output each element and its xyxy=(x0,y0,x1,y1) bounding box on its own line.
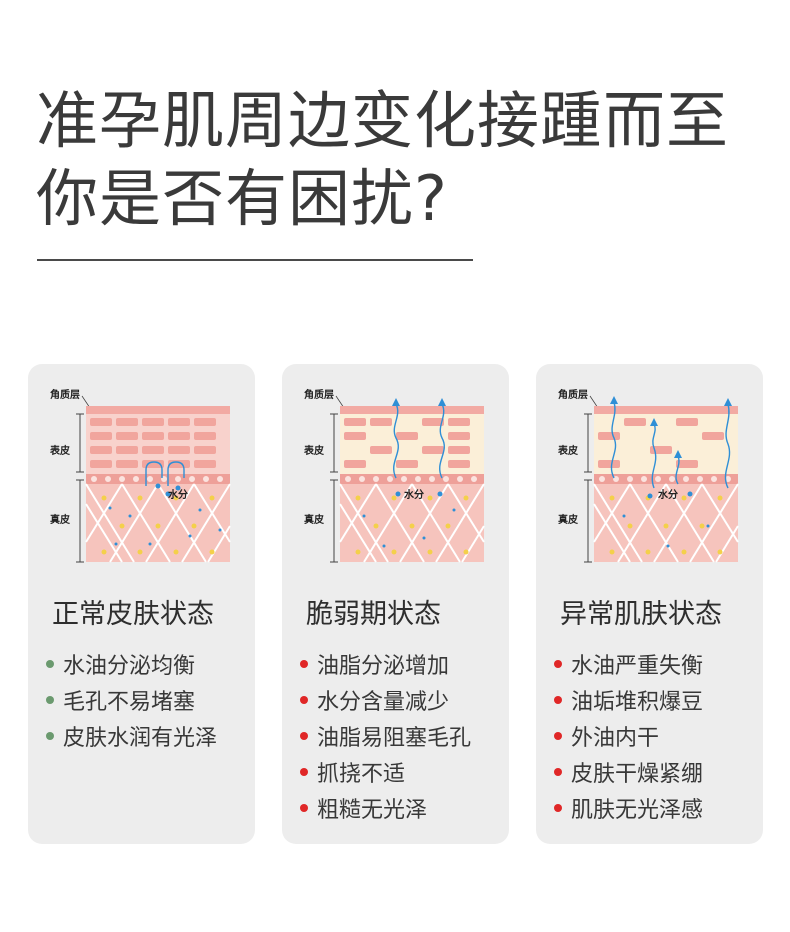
bullet-icon xyxy=(554,732,562,740)
label-dermis: 真皮 xyxy=(558,515,578,526)
bullet-icon xyxy=(46,660,54,668)
card-normal-skin: 角质层 表皮 真皮 xyxy=(28,364,255,844)
label-dermis: 真皮 xyxy=(50,515,70,526)
bullet-icon xyxy=(300,768,308,776)
list-item: 皮肤水润有光泽 xyxy=(46,718,217,754)
headline-line-2: 你是否有困扰? xyxy=(36,162,448,235)
bullet-icon xyxy=(300,660,308,668)
list-item: 水油分泌均衡 xyxy=(46,646,217,682)
bullet-icon xyxy=(554,660,562,668)
list-item: 油垢堆积爆豆 xyxy=(554,682,703,718)
bullet-icon xyxy=(554,696,562,704)
list-item: 毛孔不易堵塞 xyxy=(46,682,217,718)
bullet-icon xyxy=(554,804,562,812)
bullet-icon xyxy=(300,696,308,704)
list-item: 皮肤干燥紧绷 xyxy=(554,754,703,790)
headline: 准孕肌周边变化接踵而至 你是否有困扰? xyxy=(36,82,776,238)
bullet-list: 水油严重失衡 油垢堆积爆豆 外油内干 皮肤干燥紧绷 肌肤无光泽感 xyxy=(554,646,703,826)
skin-diagram: 角质层 表皮 真皮 xyxy=(558,386,744,566)
label-water: 水分 xyxy=(658,490,678,501)
list-item: 水分含量减少 xyxy=(300,682,471,718)
list-item: 粗糙无光泽 xyxy=(300,790,471,826)
card-title: 异常肌肤状态 xyxy=(560,599,722,630)
skin-layers-illustration xyxy=(330,395,485,563)
label-epidermis: 表皮 xyxy=(558,446,578,457)
label-dermis: 真皮 xyxy=(304,515,324,526)
bullet-icon xyxy=(300,732,308,740)
skin-layers-illustration xyxy=(76,395,231,563)
label-epidermis: 表皮 xyxy=(50,446,70,457)
skin-layers-illustration xyxy=(584,395,739,563)
label-corneum: 角质层 xyxy=(50,390,80,401)
list-item: 油脂分泌增加 xyxy=(300,646,471,682)
label-water: 水分 xyxy=(404,490,424,501)
label-water: 水分 xyxy=(168,490,188,501)
card-title: 正常皮肤状态 xyxy=(52,599,214,630)
bullet-icon xyxy=(554,768,562,776)
headline-divider xyxy=(37,259,473,261)
bullet-list: 油脂分泌增加 水分含量减少 油脂易阻塞毛孔 抓挠不适 粗糙无光泽 xyxy=(300,646,471,826)
list-item: 油脂易阻塞毛孔 xyxy=(300,718,471,754)
label-epidermis: 表皮 xyxy=(304,446,324,457)
bullet-list: 水油分泌均衡 毛孔不易堵塞 皮肤水润有光泽 xyxy=(46,646,217,754)
label-corneum: 角质层 xyxy=(558,390,588,401)
list-item: 水油严重失衡 xyxy=(554,646,703,682)
skin-diagram: 角质层 表皮 真皮 xyxy=(304,386,490,566)
skin-diagram: 角质层 表皮 真皮 xyxy=(50,386,236,566)
headline-line-1: 准孕肌周边变化接踵而至 xyxy=(36,84,730,157)
list-item: 外油内干 xyxy=(554,718,703,754)
bullet-icon xyxy=(300,804,308,812)
list-item: 抓挠不适 xyxy=(300,754,471,790)
card-title: 脆弱期状态 xyxy=(306,599,441,630)
bullet-icon xyxy=(46,696,54,704)
list-item: 肌肤无光泽感 xyxy=(554,790,703,826)
card-abnormal-skin: 角质层 表皮 真皮 xyxy=(536,364,763,844)
card-fragile-skin: 角质层 表皮 真皮 xyxy=(282,364,509,844)
bullet-icon xyxy=(46,732,54,740)
label-corneum: 角质层 xyxy=(304,390,334,401)
